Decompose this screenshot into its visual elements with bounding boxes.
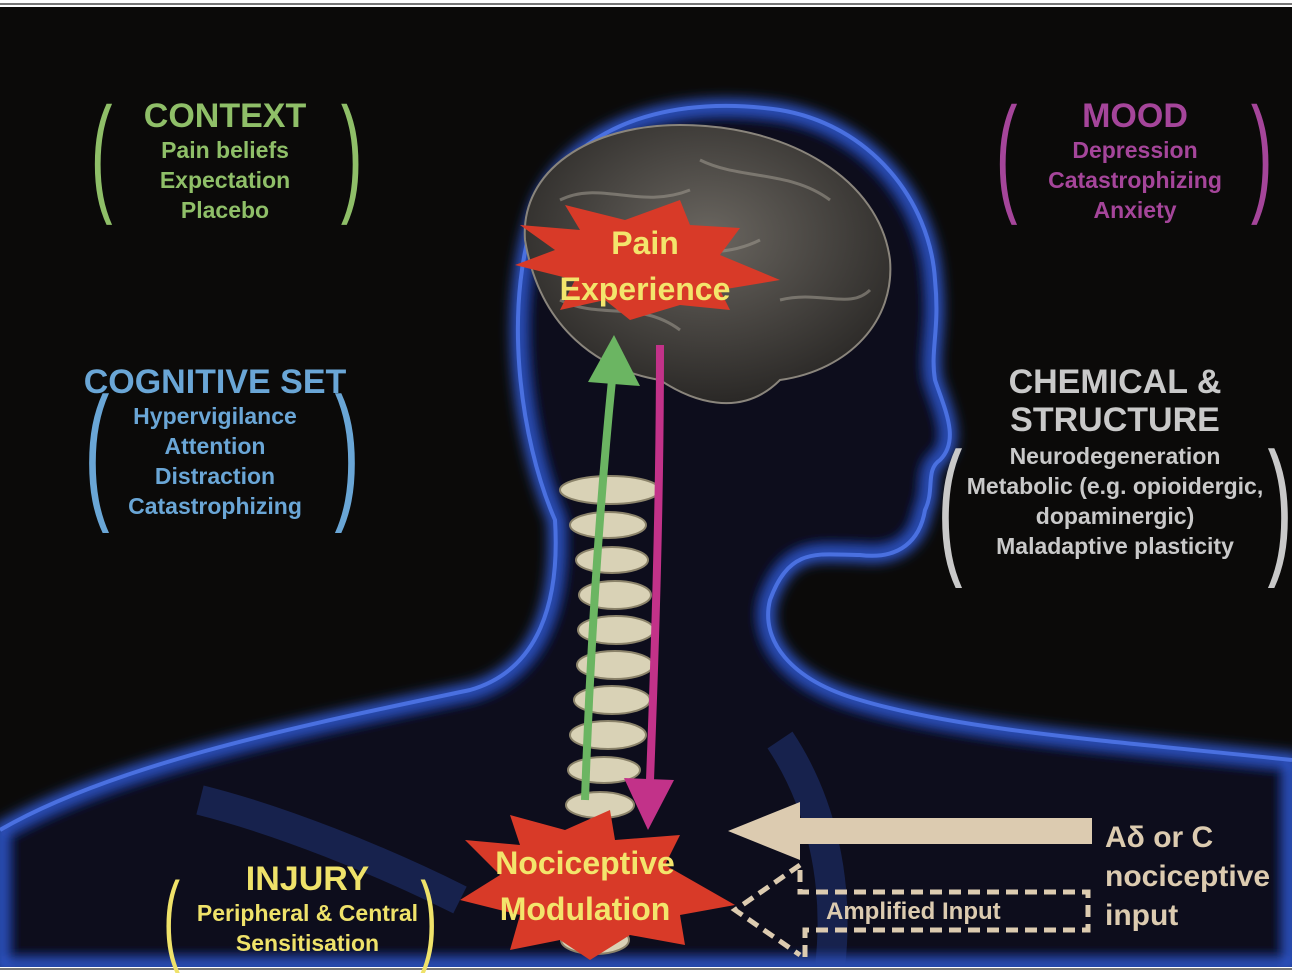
chemical-item: Neurodegeneration <box>1009 443 1221 469</box>
structure-title: STRUCTURE <box>1010 401 1220 439</box>
nociceptive-modulation-label: Nociceptive Modulation <box>455 840 715 932</box>
chemical-item: Maladaptive plasticity <box>996 533 1234 559</box>
cognitive-item: Attention <box>164 433 266 459</box>
cognitive-item: Hypervigilance <box>133 403 297 429</box>
chemical-title: CHEMICAL & <box>1008 363 1222 401</box>
context-item: Pain beliefs <box>161 137 289 163</box>
bracket-left: ( <box>995 80 1018 226</box>
nociceptive-modulation-star <box>460 810 735 960</box>
injury-item: Sensitisation <box>235 930 380 956</box>
cognitive-group: COGNITIVE SET Hypervigilance Attention D… <box>60 363 370 521</box>
bracket-left: ( <box>84 366 110 534</box>
amplified-input-arrow <box>730 862 1091 960</box>
pain-experience-label: Pain Experience <box>530 220 760 312</box>
injury-group: INJURY Peripheral & Central Sensitisatio… <box>180 860 435 958</box>
mood-item: Anxiety <box>1093 197 1177 223</box>
bracket-left: ( <box>937 421 963 589</box>
bracket-right: ) <box>334 366 360 534</box>
mood-item: Depression <box>1072 137 1198 163</box>
experience-line: Experience <box>559 271 731 307</box>
bracket-right: ) <box>420 862 437 974</box>
bracket-right: ) <box>1250 80 1273 226</box>
context-item: Placebo <box>180 197 270 223</box>
pain-experience-star <box>515 200 780 320</box>
context-title: CONTEXT <box>143 97 307 135</box>
head-spine-illustration <box>0 98 1292 967</box>
context-group: CONTEXT Pain beliefs Expectation Placebo <box>100 97 350 225</box>
descending-arrow <box>624 344 674 830</box>
input-line: input <box>1105 899 1179 932</box>
frame-top-line <box>0 3 1292 5</box>
injury-title: INJURY <box>245 860 370 898</box>
injury-item: Peripheral & Central <box>196 900 419 926</box>
mood-title: MOOD <box>1082 97 1188 135</box>
bracket-left: ( <box>163 862 180 974</box>
bracket-right: ) <box>1267 421 1292 589</box>
mood-group: MOOD Depression Catastrophizing Anxiety <box>1010 97 1260 225</box>
modulation-line: Modulation <box>499 891 671 927</box>
nociceptive-input-label: Aδ or C nociceptive input <box>1105 818 1270 935</box>
input-line: nociceptive <box>1105 860 1271 893</box>
context-item: Expectation <box>159 167 291 193</box>
chemical-group: CHEMICAL & STRUCTURE Neurodegeneration M… <box>945 363 1285 561</box>
input-line: Aδ or C <box>1105 821 1214 854</box>
cognitive-title: COGNITIVE SET <box>83 363 347 401</box>
ascending-arrow <box>581 335 640 801</box>
frame-bottom-line <box>0 968 1292 970</box>
bracket-left: ( <box>90 80 113 226</box>
amplified-input-label: Amplified Input <box>826 898 1001 925</box>
chemical-item: Metabolic (e.g. opioidergic, <box>966 473 1264 499</box>
bracket-right: ) <box>340 80 363 226</box>
nociceptive-line: Nociceptive <box>495 845 675 881</box>
illustration-canvas <box>0 7 1292 967</box>
cognitive-item: Distraction <box>154 463 276 489</box>
mood-item: Catastrophizing <box>1048 167 1222 193</box>
cognitive-item: Catastrophizing <box>128 493 302 519</box>
pain-line: Pain <box>611 225 679 261</box>
input-arrow <box>728 802 1092 860</box>
chemical-item: dopaminergic) <box>1035 503 1195 529</box>
